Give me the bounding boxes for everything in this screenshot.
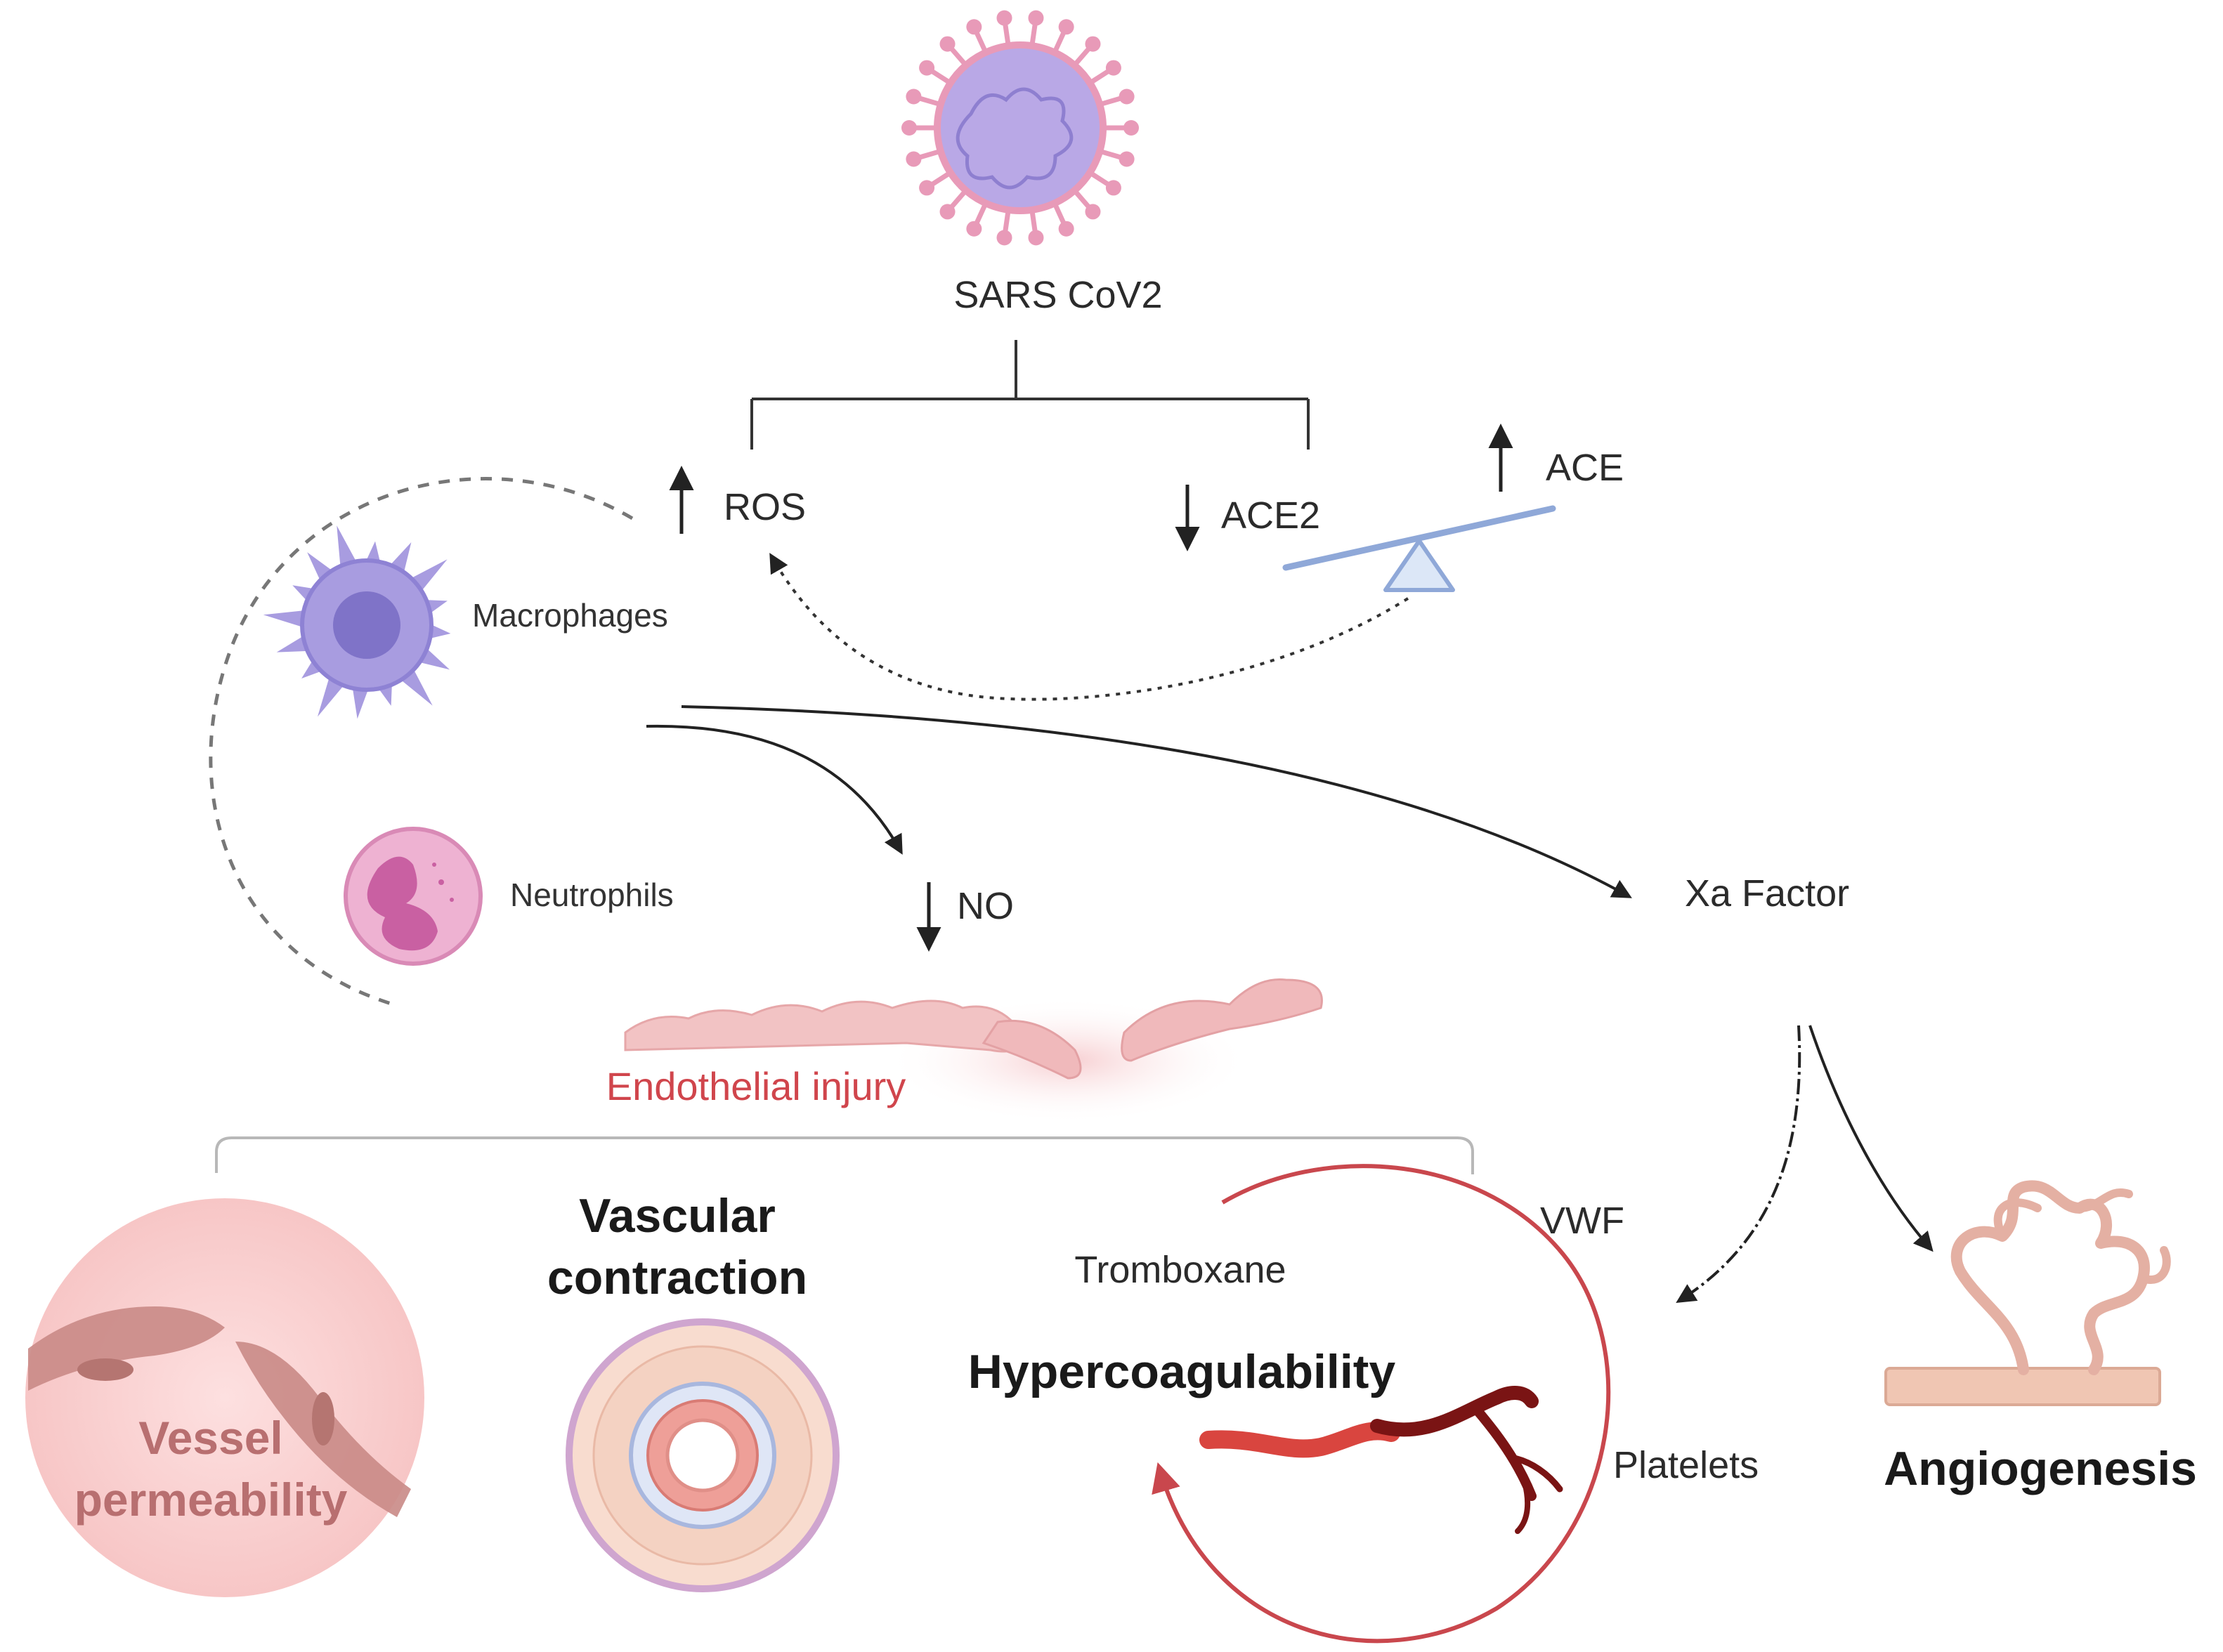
neutrophils-label: Neutrophils [510, 877, 674, 913]
virus-spike-tip [1058, 221, 1074, 237]
virus-spike [1052, 203, 1067, 225]
virus-spike [930, 171, 951, 188]
tromboxane-label: Tromboxane [1074, 1249, 1286, 1291]
virus-spike-tip [901, 120, 917, 136]
virus-spike [974, 31, 988, 53]
angiogenesis-label: Angiogenesis [1884, 1442, 2197, 1495]
virus-spike [974, 203, 988, 225]
arrow-to-xa-factor [681, 705, 1632, 898]
angiogenesis-icon [1884, 1180, 2171, 1406]
virus-spike [1029, 211, 1038, 232]
virus-spike-tip [1105, 60, 1121, 76]
vascular-contraction-line1: Vascular [579, 1189, 776, 1243]
neutrophil-icon [344, 827, 483, 966]
virus-spike [1100, 96, 1122, 107]
virus-spike [1003, 23, 1011, 45]
virus-spike [1052, 31, 1067, 53]
virus-spike [949, 190, 967, 209]
ros-label: ROS [724, 486, 806, 528]
outcomes-bracket [215, 1136, 1474, 1174]
seesaw-to-ros-dotted-arrow [769, 553, 1409, 701]
vascular-contraction-line2: contraction [547, 1251, 807, 1304]
virus-spike-tip [996, 230, 1012, 246]
virus-spike-tip [939, 204, 956, 220]
ace-label: ACE [1546, 447, 1624, 489]
virus-spike [1100, 149, 1122, 160]
virus-spike-tip [966, 19, 982, 35]
vessel-permeability-line2: permeability [74, 1474, 348, 1526]
virus-spike [930, 68, 951, 85]
endothelium-icon [624, 978, 1323, 1124]
virus-spike-tip [906, 88, 922, 105]
blood-clot-icon [1199, 1386, 1563, 1534]
virus-spike [918, 149, 940, 160]
virus-spike [1073, 46, 1091, 66]
ace2-label: ACE2 [1221, 494, 1320, 537]
virus-spike [1029, 23, 1038, 45]
virus-spike-tip [1119, 151, 1135, 167]
no-label: NO [957, 885, 1014, 927]
vessel-permeability-icon [25, 1198, 424, 1597]
virus-label: SARS CoV2 [953, 274, 1162, 316]
sars-cov2-virus-icon [901, 10, 1139, 246]
vessel-cross-section-icon [566, 1318, 840, 1592]
immune-dashed-arc [209, 477, 634, 1007]
macrophages-label: Macrophages [472, 597, 668, 634]
virus-spike [1090, 68, 1111, 85]
vwf-label: VWF [1540, 1200, 1624, 1242]
virus-spike [1073, 190, 1091, 209]
virus-spike-tip [1123, 120, 1139, 136]
virus-spike [918, 96, 940, 107]
xa-factor-label: Xa Factor [1685, 872, 1849, 914]
xa-to-angiogenesis-arrow [1808, 1025, 1934, 1252]
virus-spike-tip [996, 10, 1012, 26]
virus-spike [1003, 211, 1011, 232]
virus-spike-tip [939, 36, 956, 52]
endothelial-injury-label: Endothelial injury [606, 1064, 906, 1108]
hypercoagulability-label: Hypercoagulability [968, 1345, 1396, 1398]
coagulation-cycle-arc [1152, 1164, 1611, 1644]
virus-spikes [901, 10, 1139, 246]
xa-to-coagulation-dashed-arrow [1676, 1025, 1801, 1303]
virus-spike-tip [1028, 10, 1044, 26]
virus-spike-tip [1085, 36, 1101, 52]
virus-spike-tip [1028, 230, 1044, 246]
platelets-label: Platelets [1613, 1444, 1759, 1486]
virus-spike-tip [1085, 204, 1101, 220]
seesaw-icon [1282, 505, 1556, 592]
virus-spike-tip [1058, 19, 1074, 35]
virus-spike [1090, 171, 1111, 188]
vessel-permeability-line1: Vessel [138, 1412, 283, 1464]
virus-spike-tip [919, 180, 935, 196]
virus-bracket [750, 340, 1310, 450]
virus-spike-tip [966, 221, 982, 237]
virus-spike [949, 46, 967, 66]
arrow-to-no [646, 724, 903, 855]
virus-spike-tip [919, 60, 935, 76]
virus-spike-tip [1119, 88, 1135, 105]
virus-spike-tip [906, 151, 922, 167]
virus-spike-tip [1105, 180, 1121, 196]
macrophage-icon [263, 525, 451, 719]
